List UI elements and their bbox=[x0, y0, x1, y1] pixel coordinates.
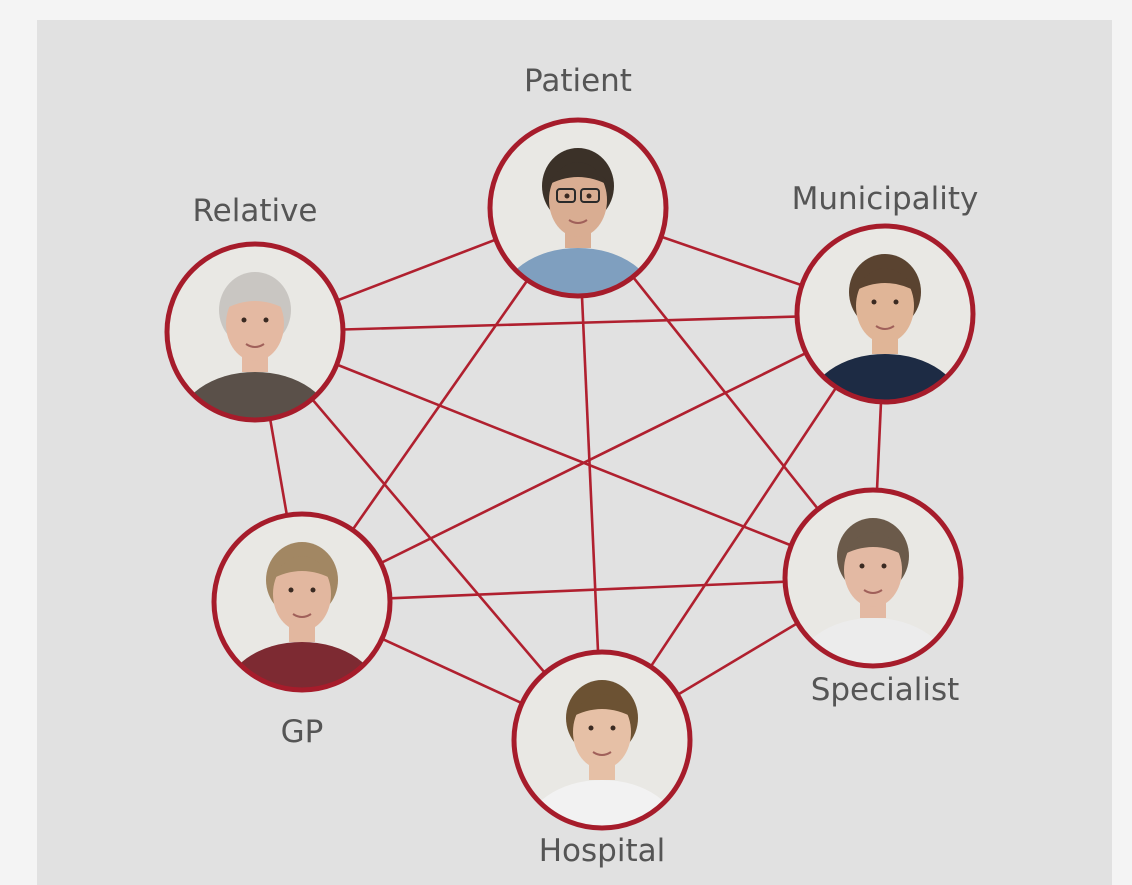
municipality-photo bbox=[799, 228, 971, 400]
label-gp: GP bbox=[281, 714, 324, 750]
node-relative: Relative bbox=[164, 193, 346, 423]
edge-municipality-relative bbox=[254, 312, 886, 334]
node-municipality: Municipality bbox=[792, 181, 979, 405]
node-ring-relative bbox=[164, 241, 346, 423]
patient-photo bbox=[492, 122, 664, 294]
label-patient: Patient bbox=[524, 63, 632, 99]
edge-municipality-gp bbox=[301, 312, 886, 604]
edge-specialist-relative bbox=[254, 330, 874, 580]
node-ring-gp bbox=[211, 511, 393, 693]
hospital-photo bbox=[516, 654, 688, 826]
node-ring-specialist bbox=[782, 487, 964, 669]
label-hospital: Hospital bbox=[539, 833, 665, 869]
node-patient: Patient bbox=[487, 63, 669, 299]
node-ring-patient bbox=[487, 117, 669, 299]
node-hospital: Hospital bbox=[511, 649, 693, 869]
edge-specialist-gp bbox=[301, 576, 874, 604]
node-ring-hospital bbox=[511, 649, 693, 831]
label-relative: Relative bbox=[192, 193, 317, 229]
relative-photo bbox=[169, 246, 341, 418]
node-specialist: Specialist bbox=[782, 487, 964, 708]
specialist-photo bbox=[787, 492, 959, 664]
node-gp: GP bbox=[211, 511, 393, 750]
node-ring-municipality bbox=[794, 223, 976, 405]
label-municipality: Municipality bbox=[792, 181, 979, 217]
gp-photo bbox=[216, 516, 388, 688]
label-specialist: Specialist bbox=[811, 672, 960, 708]
